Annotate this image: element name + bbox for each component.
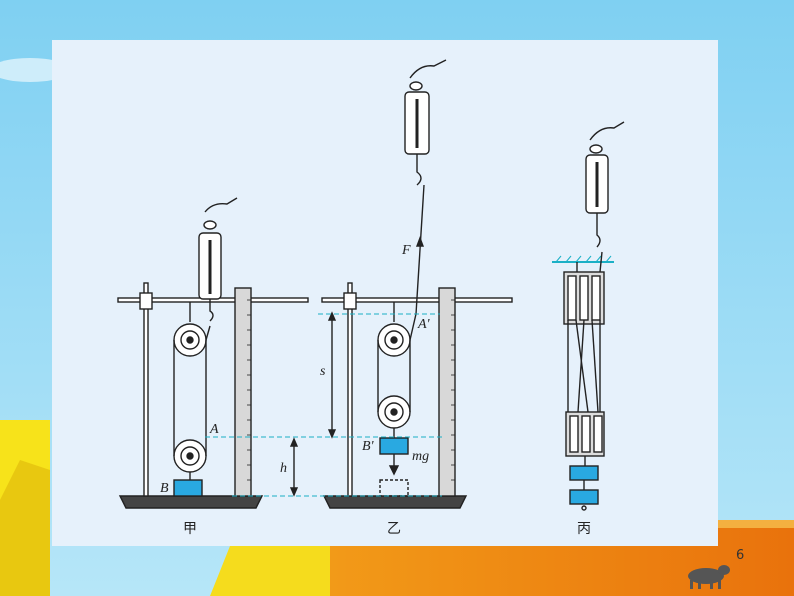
label-a-prime: A'	[417, 317, 431, 332]
spring-scale	[404, 59, 447, 186]
panel-jia	[117, 197, 309, 509]
panel-yi	[321, 59, 513, 509]
cow-icon	[688, 565, 730, 589]
spring-scale	[198, 197, 238, 322]
weight-block	[569, 489, 599, 505]
label-b-prime: B'	[362, 439, 375, 454]
label-mg: mg	[412, 449, 429, 464]
spring-scale	[585, 121, 625, 248]
label-h: h	[280, 461, 287, 476]
caption-jia: 甲	[183, 521, 197, 537]
weight-block	[569, 465, 599, 481]
panel-bing	[552, 121, 625, 511]
stand-pole	[143, 282, 149, 497]
diagram-panel	[52, 40, 718, 546]
label-b: B	[160, 481, 169, 496]
label-a: A	[209, 422, 219, 437]
caption-yi: 乙	[387, 521, 401, 537]
label-f: F	[401, 243, 411, 258]
block-b	[173, 479, 203, 497]
ruler	[438, 287, 456, 497]
label-s: s	[320, 364, 326, 379]
caption-bing: 丙	[577, 521, 591, 537]
stand-base	[118, 495, 264, 509]
page-number: 6	[736, 548, 745, 563]
